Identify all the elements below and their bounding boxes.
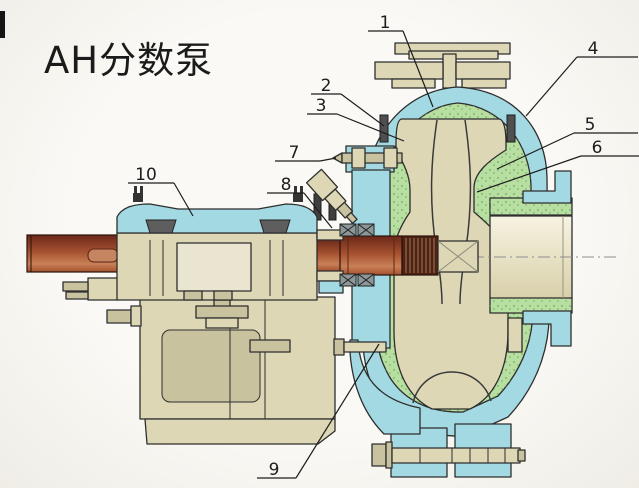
callout-leader xyxy=(295,343,380,479)
cover-stud xyxy=(133,193,143,202)
callout-leader xyxy=(525,56,578,117)
callout-leader xyxy=(319,157,337,162)
callout-leader xyxy=(476,155,582,193)
slinger xyxy=(318,280,344,294)
keyway xyxy=(87,248,119,263)
callout-1: 1 xyxy=(368,13,434,108)
impeller-vane-right xyxy=(459,119,472,305)
callout-number: 2 xyxy=(321,76,332,96)
bearing-left xyxy=(145,219,177,234)
frame-bolt xyxy=(249,339,291,353)
frame-bolt xyxy=(195,305,249,319)
impeller-shroud-arc xyxy=(412,371,492,404)
seal-ring-right xyxy=(506,114,516,143)
suction-flange-bottom xyxy=(522,310,572,347)
callout-6: 6 xyxy=(476,138,639,193)
callout-8: 8 xyxy=(267,175,333,229)
callout-number: 1 xyxy=(380,13,391,33)
callout-4: 4 xyxy=(525,39,638,117)
foot-bolt-nut xyxy=(371,443,387,467)
clamp-bolt xyxy=(341,152,403,164)
callout-9: 9 xyxy=(257,343,380,480)
callout-10: 10 xyxy=(128,165,194,217)
suction-flange-top xyxy=(522,170,572,204)
callout-3: 3 xyxy=(307,96,405,142)
callout-number: 8 xyxy=(281,175,292,195)
gland-bracket xyxy=(349,339,421,435)
shaft-sleeve xyxy=(339,235,403,276)
callout-leader xyxy=(496,132,575,170)
callout-number: 4 xyxy=(588,39,599,59)
callout-leader xyxy=(340,93,385,127)
callout-2: 2 xyxy=(311,76,385,127)
callout-leader xyxy=(402,30,434,108)
diagram-title: AH分数泵 xyxy=(44,39,213,82)
bearing-assembly xyxy=(62,186,344,301)
casing-feet xyxy=(371,423,526,478)
pedestal-foot xyxy=(144,418,336,445)
callout-leader xyxy=(173,182,194,217)
callout-leader xyxy=(303,192,333,229)
callout-number: 5 xyxy=(585,115,596,135)
side-bolt xyxy=(106,309,132,324)
callout-number: 7 xyxy=(289,143,300,163)
suction-inlet xyxy=(428,170,618,353)
shaft-thread xyxy=(401,235,439,276)
foot-bolt xyxy=(391,447,521,464)
scan-artifact xyxy=(0,11,5,38)
end-cover xyxy=(87,277,119,301)
packing-rings xyxy=(339,223,375,287)
shaft xyxy=(26,234,479,276)
callout-number: 9 xyxy=(269,460,280,480)
cover-stud xyxy=(293,193,303,202)
callout-5: 5 xyxy=(496,115,638,170)
flush-injector xyxy=(305,168,358,224)
callout-number: 6 xyxy=(592,138,603,158)
bracket-bolt xyxy=(343,341,387,353)
pedestal xyxy=(106,281,336,445)
callout-leader xyxy=(336,113,405,142)
bearing-right xyxy=(259,219,291,234)
discharge-flange xyxy=(374,42,511,89)
callout-number: 3 xyxy=(316,96,327,116)
callout-7: 7 xyxy=(275,143,337,163)
callout-number: 10 xyxy=(135,165,157,185)
seal-ring-left xyxy=(379,114,389,143)
